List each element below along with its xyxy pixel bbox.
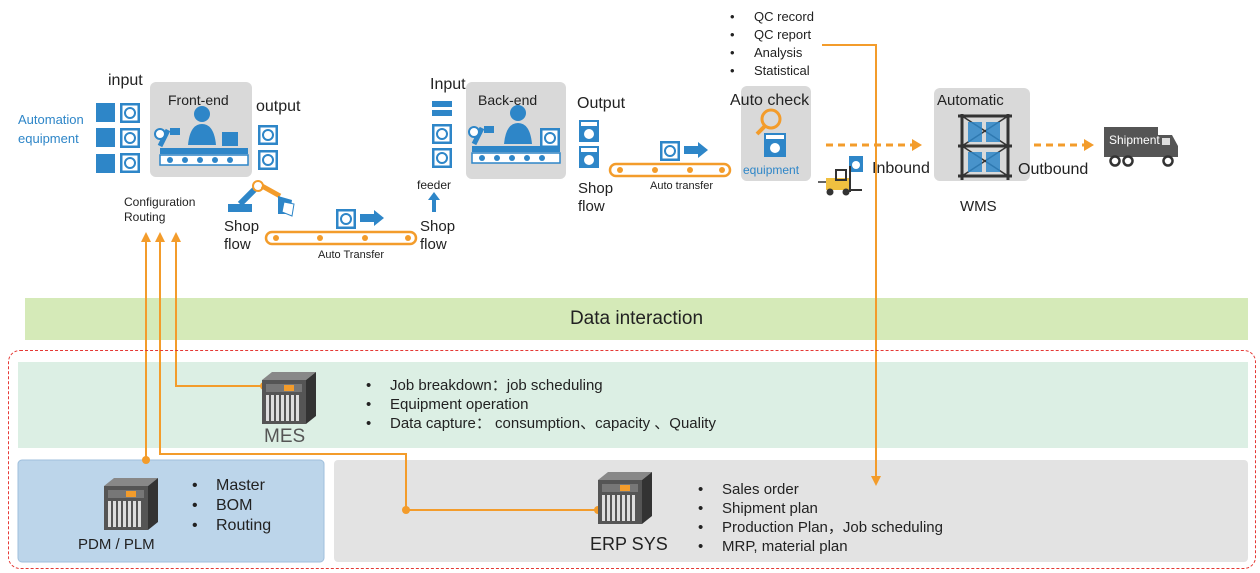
inbound-label: Inbound [872, 160, 930, 177]
forklift-icon [818, 166, 862, 196]
inbound-dashed-arrow [826, 139, 922, 151]
auto-check-washer-icon [764, 133, 786, 157]
shop-flow-label: Shop [224, 218, 260, 235]
data-interaction-band [25, 298, 1248, 340]
magnifier-icon [755, 108, 782, 136]
auto-transfer-label: Auto Transfer [318, 249, 385, 261]
mes-item: Job breakdown：job scheduling [360, 376, 716, 395]
system-boundary [8, 350, 1256, 569]
qc-item: QC record [724, 8, 814, 26]
conveyor-icon [264, 208, 418, 246]
qc-list: QC record QC report Analysis Statistical [724, 8, 814, 80]
pdm-list: Master BOM Routing [186, 476, 271, 536]
erp-label: ERP SYS [590, 534, 668, 554]
output2-label: Output [577, 95, 626, 112]
shop-flow-2-label-2: flow [420, 236, 447, 253]
input-label: input [108, 72, 143, 89]
configuration-label: Configuration [124, 195, 196, 209]
front-end-robot-icon [154, 128, 249, 166]
input2-label: Input [430, 76, 466, 93]
shipment-label: Shipment [1109, 133, 1160, 147]
mes-item: Data capture： consumption、capacity 、Qual… [360, 414, 716, 433]
routing-label: Routing [124, 210, 166, 224]
erp-list: Sales order Shipment plan Production Pla… [692, 480, 943, 556]
erp-item: Production Plan，Job scheduling [692, 518, 943, 537]
output-label: output [256, 98, 301, 115]
qc-item: Statistical [724, 62, 814, 80]
automation-label-2: equipment [18, 131, 79, 146]
input-column-icon [431, 101, 453, 169]
erp-item: Shipment plan [692, 499, 943, 518]
output-washer-icon [257, 124, 279, 146]
wms-label: WMS [960, 198, 997, 215]
output-washer-icon [257, 149, 279, 171]
auto-check-label: Auto check [730, 92, 810, 109]
outbound-label: Outbound [1018, 161, 1089, 178]
front-end-label: Front-end [168, 92, 229, 108]
shop-flow-3-label: Shop [578, 180, 614, 197]
back-end-label: Back-end [478, 92, 538, 108]
back-end-robot-icon [468, 126, 561, 164]
automation-label: Automation [18, 112, 84, 127]
pdm-item: BOM [186, 496, 271, 516]
feeder-arrow-icon [428, 192, 440, 212]
shop-flow-3-label-2: flow [578, 198, 605, 215]
shop-flow-2-label: Shop [420, 218, 456, 235]
automatic-label: Automatic [937, 92, 1004, 109]
shop-flow-robot-arm-icon [228, 180, 295, 217]
mes-item: Equipment operation [360, 395, 716, 414]
pdm-item: Master [186, 476, 271, 496]
shop-flow-label-2: flow [224, 236, 251, 253]
front-end-worker-icon [188, 106, 216, 145]
warehouse-rack-icon [958, 114, 1012, 180]
automation-equipment-icon [96, 102, 141, 174]
output2-column-icon [579, 120, 599, 168]
outbound-dashed-arrow [1034, 139, 1094, 151]
mes-list: Job breakdown：job scheduling Equipment o… [360, 376, 716, 433]
feeder-label: feeder [417, 178, 452, 192]
inbound-washer-icon [849, 156, 863, 172]
mes-label: MES [264, 426, 306, 447]
conveyor-2-icon [608, 140, 732, 178]
erp-item: MRP, material plan [692, 537, 943, 556]
connector-lines [145, 44, 877, 510]
pdm-label: PDM / PLM [78, 536, 155, 553]
equipment-label: equipment [743, 163, 800, 177]
qc-item: QC report [724, 26, 814, 44]
pdm-item: Routing [186, 516, 271, 536]
erp-item: Sales order [692, 480, 943, 499]
qc-item: Analysis [724, 44, 814, 62]
back-end-worker-icon [504, 105, 532, 144]
data-interaction-label: Data interaction [569, 308, 704, 329]
auto-transfer-2-label: Auto transfer [650, 180, 713, 192]
truck-icon [1104, 127, 1178, 167]
